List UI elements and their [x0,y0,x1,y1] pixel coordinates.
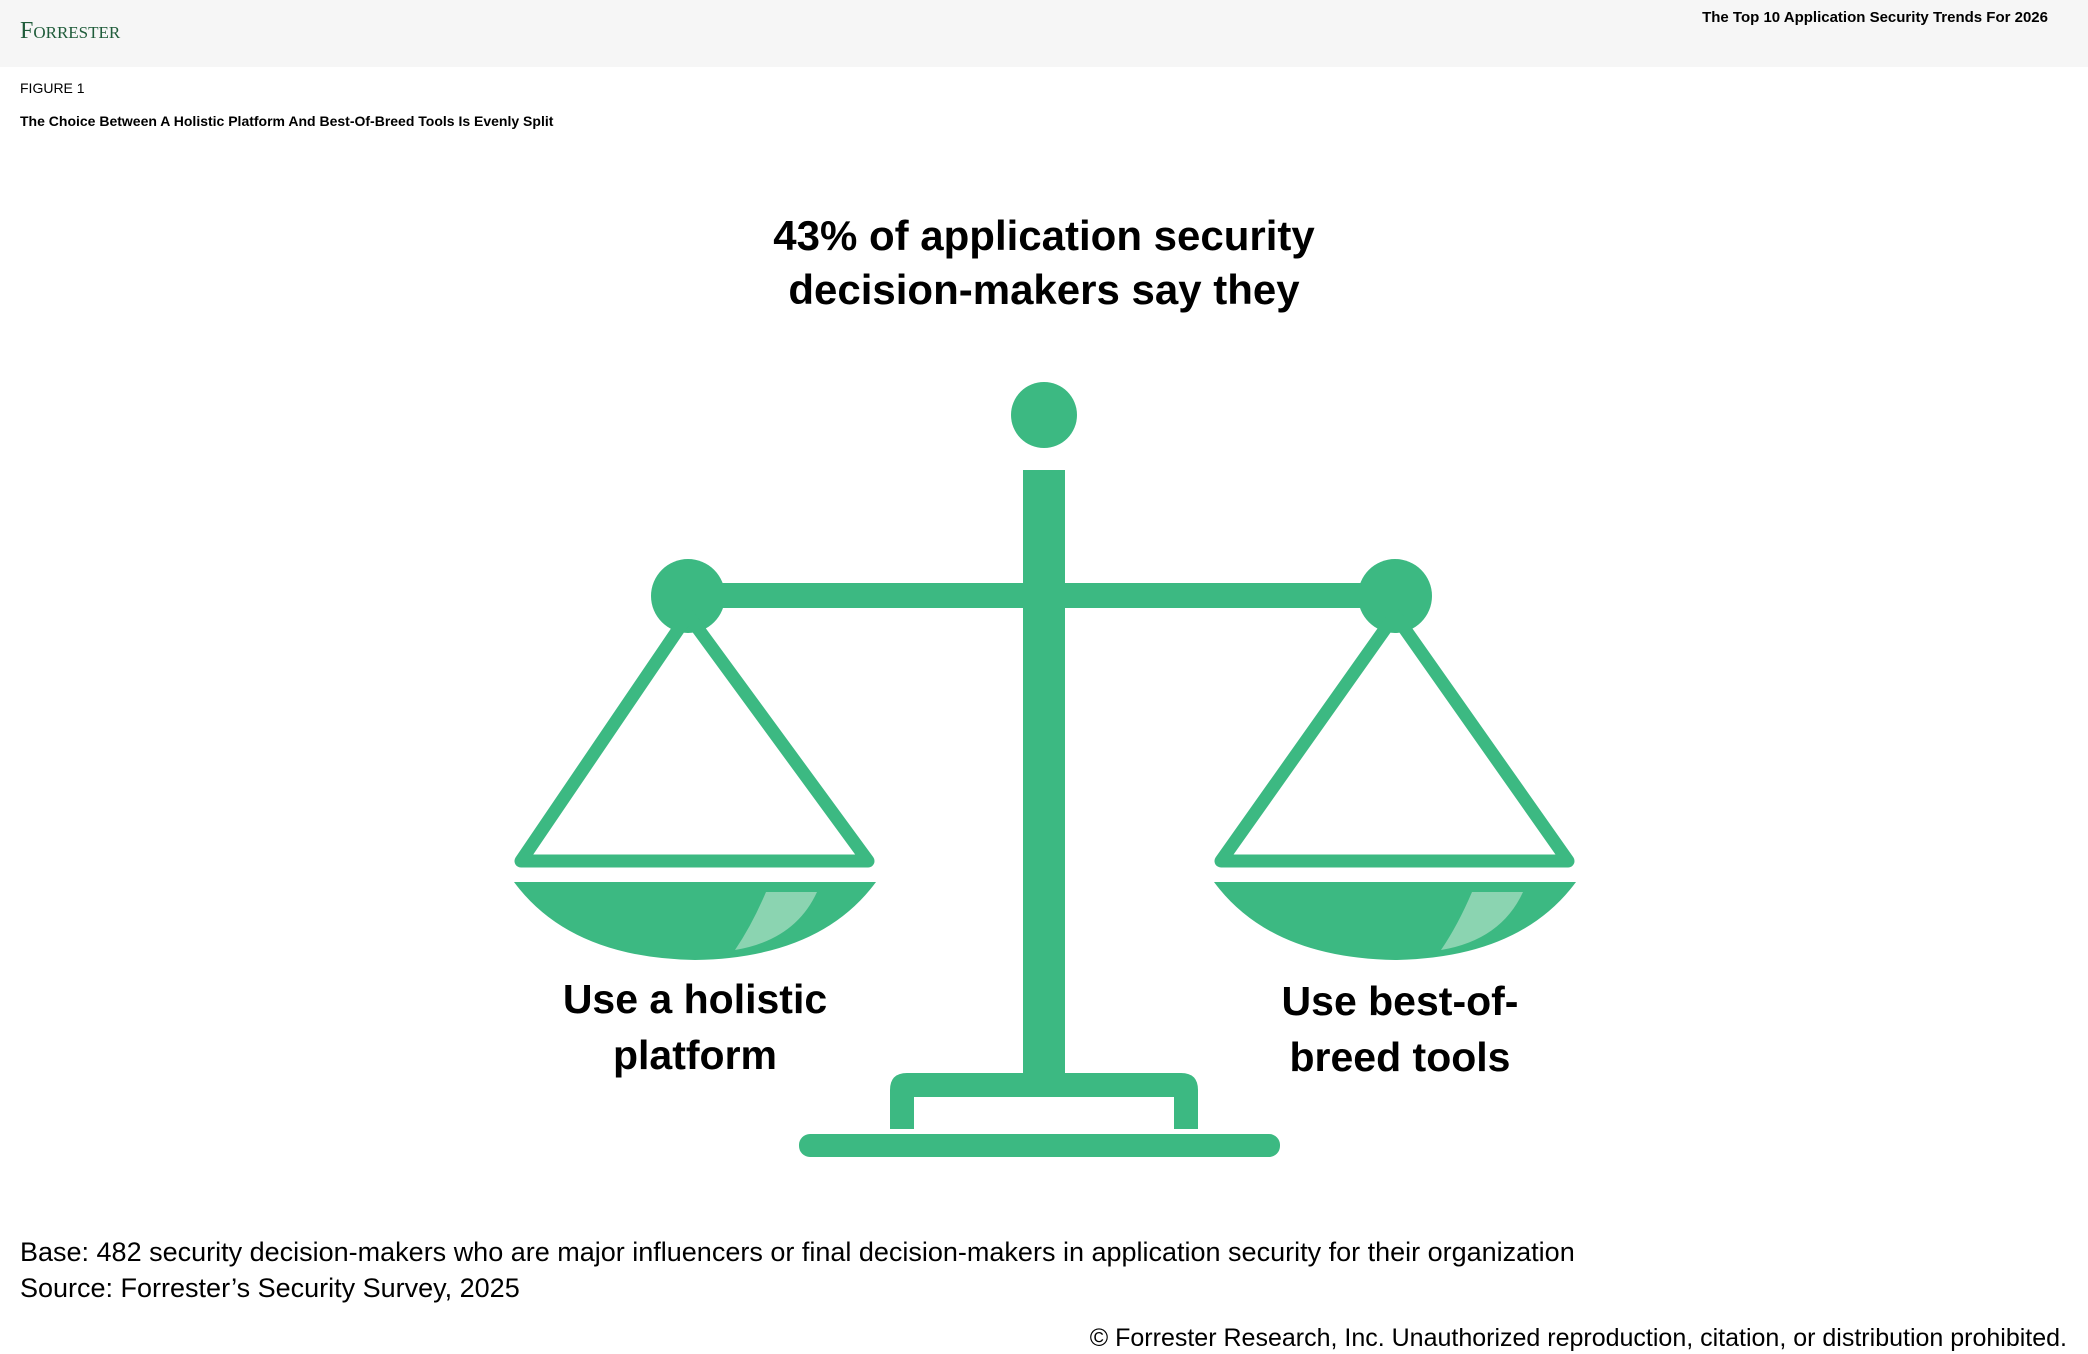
scale-beam [687,583,1396,608]
right-label-line-2: breed tools [1289,1034,1511,1080]
left-option-label: Use a holistic platform [475,971,915,1083]
base-note: Base: 482 security decision-makers who a… [20,1237,1575,1267]
left-pan-highlight [735,892,817,950]
report-title: The Top 10 Application Security Trends F… [1702,9,2048,26]
scale-base-bar [799,1134,1280,1157]
scale-top-knob [1011,382,1077,448]
source-note: Source: Forrester’s Security Survey, 202… [20,1273,520,1303]
figure-label: FIGURE 1 [20,80,85,96]
scale-post [1023,470,1065,1076]
copyright-notice: © Forrester Research, Inc. Unauthorized … [1089,1324,2067,1352]
left-pan [514,882,876,960]
right-pan-strings [1214,608,1575,868]
left-label-line-1: Use a holistic [562,976,828,1022]
headline-line-2: decision-makers say they [788,266,1300,313]
right-pivot [1358,559,1432,633]
right-pan-highlight [1441,892,1523,950]
left-label-line-2: platform [613,1032,777,1078]
scale-base-bracket [890,1073,1198,1129]
left-pan-strings [514,608,875,868]
forrester-logo: Forrester [20,18,121,44]
right-option-label: Use best-of- breed tools [1180,973,1620,1085]
figure-title: The Choice Between A Holistic Platform A… [20,113,554,129]
page-header: Forrester The Top 10 Application Securit… [0,0,2088,67]
headline: 43% of application security decision-mak… [544,209,1544,317]
right-label-line-1: Use best-of- [1281,978,1519,1024]
left-pivot [651,559,725,633]
headline-line-1: 43% of application security [773,212,1315,259]
